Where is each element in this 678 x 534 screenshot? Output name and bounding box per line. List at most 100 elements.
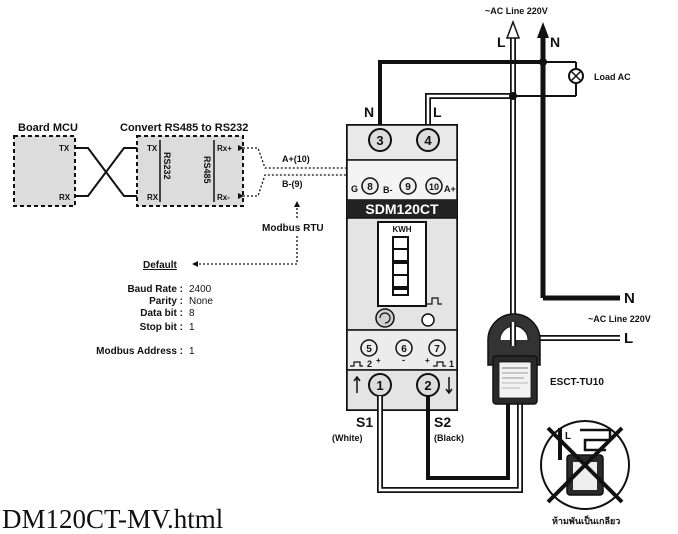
minus-label: - [402,355,405,365]
warning-cross-line-2 [546,426,624,504]
setting-key: Baud Rate : [127,284,183,295]
board-tx-label: TX [59,144,70,153]
meter-bottom-terminal-block [346,369,458,411]
meter-unit-label: KWH [392,225,411,234]
terminal-10 [425,177,443,195]
terminal-9-label: 9 [405,182,411,193]
s1-label: S1 [356,414,373,430]
warning-coil-icon [580,428,612,452]
meter-led-icon [421,313,435,327]
board-mcu-label: Board MCU [18,122,78,134]
setting-value: None [189,296,213,307]
terminal-6-label: 6 [401,344,407,355]
meter-top-terminal-block [346,124,458,161]
load-ac-label: Load AC [594,72,631,82]
l-junction [509,92,517,100]
terminal-8 [361,177,379,195]
sdm120ct-meter: SDM120CT KWH 3 4 G 8 B- 9 10 A+ 5 [346,124,458,411]
terminal-5-label: 5 [366,344,372,355]
b-minus-label: B-(9) [282,179,303,189]
meter-title-bar [347,200,457,218]
warning-text: ห้ามพันเป็นเกลียว [552,514,620,526]
l-top-label: L [497,34,506,50]
default-label: Default [143,260,178,271]
terminal-10-label: 10 [429,182,439,192]
n-right-label: N [624,290,635,307]
pulse2-glyph [350,361,363,367]
warning-l-mark: L [565,431,571,442]
l-right-label: L [624,330,633,347]
ac-line-right-label: ~AC Line 220V [588,314,651,324]
l-up-arrow [505,19,521,39]
terminal-7-label: 7 [434,344,440,355]
converter-rxminus-label: Rx- [217,193,230,202]
terminal-6 [395,339,413,357]
terminal-8-label: 8 [367,182,373,193]
pulse2-label: 2 [367,359,372,369]
n-up-arrow [537,22,549,38]
plus1-label: + [376,356,381,365]
setting-key: Data bit : [140,308,183,319]
footer-filename: DM120CT-MV.html [2,504,224,534]
pulse-glyph [427,297,442,305]
no-coil-warning: L [540,420,630,510]
pulse1-label: 1 [449,359,454,369]
setting-key: Stop bit : [140,322,183,333]
modbus-address-value: 1 [189,346,195,357]
default-arrow [192,236,298,267]
a-plus-terminal-label: A+ [444,184,456,194]
g-label: G [351,184,358,194]
modbus-address-key: Modbus Address : [96,346,183,357]
plus2-label: + [425,356,430,365]
settings-list: Baud Rate : 2400 Parity : None Data bit … [96,284,213,357]
n-top-label: N [550,34,560,50]
setting-value: 2400 [189,284,212,295]
terminal-1-label: 1 [376,378,383,393]
board-rx-label: RX [59,193,71,202]
converter-rx-label: RX [147,193,159,202]
converter-rxplus-label: Rx+ [217,144,232,153]
terminal-9 [399,177,417,195]
scroll-arrow-glyph [379,312,391,324]
a-plus-label: A+(10) [282,154,310,164]
s2-label: S2 [434,414,451,430]
terminal-3-label: 3 [376,133,383,148]
terminal-5 [360,339,378,357]
lcd-digits [392,236,409,296]
b-minus-terminal-label: B- [383,185,393,195]
n-meter-label: N [364,104,374,120]
a-plus-line [238,145,437,176]
s2-wire [426,396,510,480]
terminal-2-label: 2 [424,378,431,393]
s2-color-label: (Black) [434,433,464,443]
meter-model-label: SDM120CT [365,201,439,217]
tx-rx-cross-wire-2 [75,147,137,197]
s2-down-arrow-icon [445,377,453,395]
rs485-label: RS485 [202,156,212,184]
converter-label: Convert RS485 to RS232 [120,122,248,134]
setting-value: 8 [189,308,195,319]
modbus-rtu-label: Modbus RTU [262,223,324,234]
terminal-4-label: 4 [424,133,432,148]
pulse1-glyph [433,361,446,367]
s1-up-arrow-icon [353,375,361,393]
n-to-meter-wire [378,60,543,130]
rs232-label: RS232 [162,152,172,180]
l-meter-label: L [433,104,442,120]
l-to-meter-inner [426,94,513,130]
board-mcu-box [13,135,76,207]
load-lamp-cross [570,70,582,82]
setting-key: Parity : [149,296,183,307]
s1-color-label: (White) [332,433,363,443]
terminal-7 [428,339,446,357]
terminal-3 [368,128,392,152]
terminal-4 [416,128,440,152]
converter-box [136,135,244,207]
setting-value: 1 [189,322,195,333]
s1-wire-inner [378,396,522,492]
ac-line-top-label: ~AC Line 220V [485,6,548,16]
meter-scroll-button-icon [375,308,395,328]
ct-name-label: ESCT-TU10 [550,377,604,388]
converter-tx-label: TX [147,144,158,153]
